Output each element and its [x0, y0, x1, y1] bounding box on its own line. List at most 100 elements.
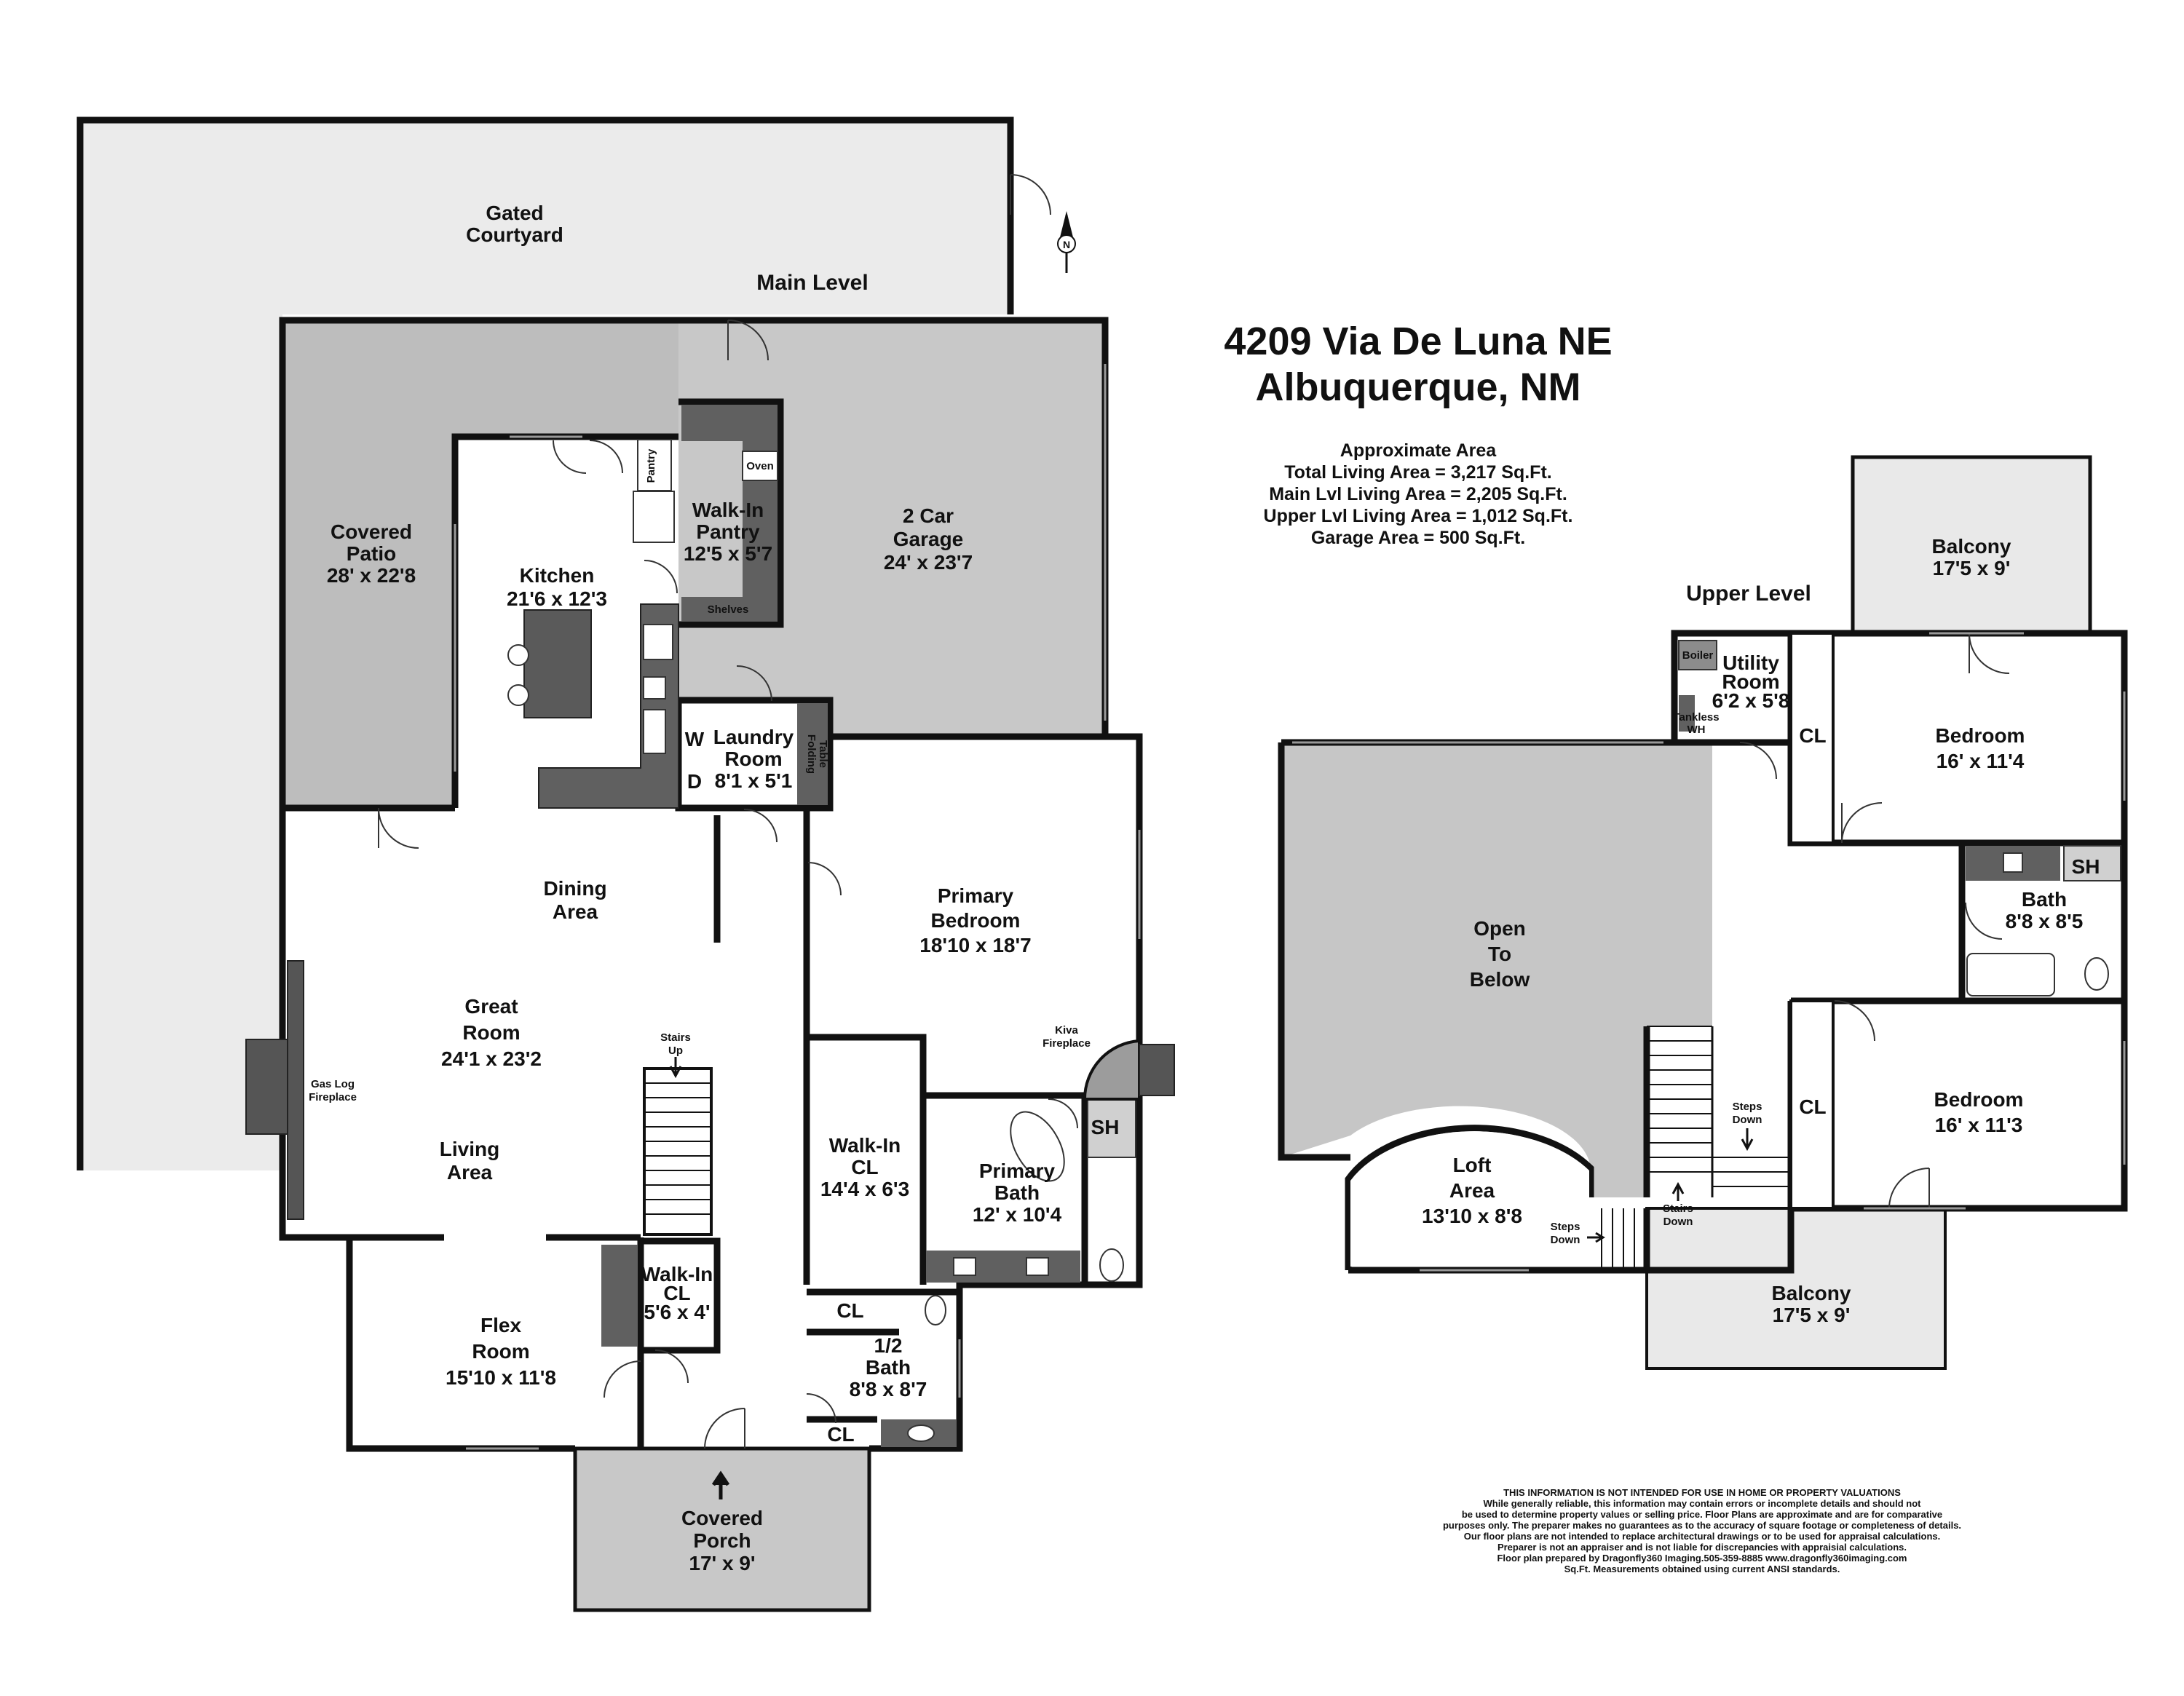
address-line-2: Albuquerque, NM	[1256, 365, 1581, 409]
label-walkin-pantry-1: Walk-In	[692, 499, 764, 521]
label-living-1: Living	[440, 1138, 499, 1160]
label-bath-1: Bath	[2022, 888, 2067, 911]
label-primary-bedroom-1: Primary	[938, 884, 1014, 907]
label-porch-1: Covered	[681, 1507, 763, 1529]
label-walkin-cl-primary-3: 14'4 x 6'3	[820, 1178, 909, 1200]
kiva-fireplace	[1083, 1039, 1141, 1101]
stairs-up-arrow-icon	[669, 1057, 682, 1079]
range	[643, 624, 673, 660]
dishwasher	[643, 676, 666, 700]
disclaimer-line: Our floor plans are not intended to repl…	[1464, 1531, 1940, 1542]
disclaimer-line: Floor plan prepared by Dragonfly360 Imag…	[1497, 1553, 1907, 1564]
label-dryer: D	[687, 770, 702, 793]
upper-level-plan: Balcony 17'5 x 9' Boiler Utility Room 6'…	[1278, 455, 2128, 1370]
label-balcony-bottom-2: 17'5 x 9'	[1773, 1304, 1851, 1326]
label-walkin-cl-small-2: CL	[663, 1282, 690, 1304]
label-open-below-2: To	[1488, 943, 1511, 965]
boiler	[1678, 640, 1717, 670]
kitchen-island	[523, 609, 592, 718]
doors-main	[378, 174, 1078, 1449]
label-primary-shower: SH	[1091, 1116, 1120, 1138]
label-boiler: Boiler	[1682, 649, 1714, 662]
label-garage-1: 2 Car	[903, 504, 954, 527]
label-closet-bedroom2: CL	[1799, 1095, 1826, 1118]
label-gas-fireplace-2: Fireplace	[309, 1091, 357, 1103]
label-stairs-down-2: Down	[1663, 1216, 1693, 1228]
half-bath-wall	[807, 1288, 960, 1423]
label-courtyard-1: Gated	[486, 202, 543, 224]
label-dining-2: Area	[553, 900, 598, 923]
label-bedroom2-1: Bedroom	[1934, 1088, 2024, 1111]
compass-letter: N	[1063, 239, 1070, 250]
label-laundry-3: 8'1 x 5'1	[715, 769, 793, 792]
label-garage-2: Garage	[893, 528, 964, 550]
vanity-sink	[953, 1257, 976, 1276]
bar-stool	[507, 644, 529, 666]
label-kitchen-2: 21'6 x 12'3	[507, 587, 607, 610]
label-balcony-top-2: 17'5 x 9'	[1933, 557, 2011, 579]
walkin-cl-small-wall	[641, 1237, 721, 1354]
exterior-south-wall	[869, 733, 1143, 1452]
windows-main	[454, 364, 1141, 1450]
label-gas-fireplace-1: Gas Log	[311, 1078, 355, 1090]
label-loft-1: Loft	[1453, 1154, 1492, 1176]
steps-down-arrow-icon	[1741, 1128, 1754, 1152]
closet-bedroom2	[1789, 999, 1835, 1210]
fridge	[633, 491, 675, 543]
label-open-below-1: Open	[1473, 917, 1526, 940]
oven	[742, 451, 778, 481]
disclaimer-line: Preparer is not an appraiser and is not …	[1497, 1542, 1907, 1553]
gas-log-fireplace	[245, 1039, 292, 1135]
fireplace-hearth	[287, 960, 304, 1220]
label-bedroom1-1: Bedroom	[1936, 724, 2025, 747]
label-loft-steps-down-1: Steps	[1551, 1221, 1580, 1233]
label-open-below-3: Below	[1470, 968, 1530, 991]
open-to-below-area	[1281, 742, 1712, 1197]
label-patio-1: Covered	[331, 520, 412, 543]
label-utility-3: 6'2 x 5'8	[1712, 689, 1790, 712]
label-steps-down-2: Down	[1733, 1114, 1762, 1126]
upper-west-wall	[1278, 742, 1350, 1161]
disclaimer-line: THIS INFORMATION IS NOT INTENDED FOR USE…	[1503, 1487, 1901, 1498]
north-arrow-icon	[1057, 211, 1076, 273]
area-garage: Garage Area = 500 Sq.Ft.	[1311, 528, 1525, 548]
label-folding-1: Folding	[805, 734, 818, 774]
label-primary-bedroom-3: 18'10 x 18'7	[919, 934, 1031, 956]
label-walkin-pantry-2: Pantry	[696, 520, 760, 543]
label-tankless-1: Tankless	[1673, 711, 1719, 724]
pantry-shelves-bottom	[681, 597, 778, 622]
label-great-room-1: Great	[464, 995, 518, 1018]
half-bath-toilet	[925, 1295, 946, 1326]
label-living-2: Area	[447, 1161, 493, 1184]
garage-area	[678, 320, 1105, 737]
label-patio-2: Patio	[347, 542, 396, 565]
label-primary-bath-3: 12' x 10'4	[973, 1203, 1062, 1226]
label-folding-2: Table	[817, 740, 829, 768]
label-half-bath-1: 1/2	[874, 1334, 903, 1357]
primary-toilet	[1099, 1248, 1124, 1282]
closet-shelf	[601, 1245, 638, 1347]
label-flex-2: Room	[472, 1340, 529, 1363]
label-bedroom2-2: 16' x 11'3	[1935, 1114, 2023, 1136]
primary-shower	[1087, 1098, 1136, 1158]
area-heading: Approximate Area	[1340, 440, 1497, 461]
pantry-shelves-top	[681, 405, 778, 441]
label-walkin-pantry-3: 12'5 x 5'7	[684, 542, 772, 565]
tankless-wh	[1679, 695, 1695, 732]
label-laundry-2: Room	[724, 748, 782, 770]
main-level-plan: N Gated Courtyard Main Level Covered Pat…	[76, 116, 1175, 1612]
exterior-west-wall	[279, 804, 575, 1452]
loft-walls	[1345, 1125, 1594, 1270]
label-kiva-1: Kiva	[1055, 1024, 1078, 1037]
label-great-room-2: Room	[462, 1021, 520, 1044]
label-porch-2: Porch	[693, 1529, 751, 1552]
primary-bath-vanity	[926, 1251, 1080, 1283]
bar-stool	[507, 684, 529, 706]
level-label-upper: Upper Level	[1686, 582, 1811, 606]
label-stairs-up-1: Stairs	[660, 1031, 691, 1044]
label-half-bath-2: Bath	[866, 1356, 911, 1379]
label-closet-half-bath-1: CL	[836, 1299, 863, 1322]
label-loft-3: 13'10 x 8'8	[1422, 1205, 1522, 1227]
label-closet-half-bath-2: CL	[827, 1423, 854, 1446]
label-bath-2: 8'8 x 8'5	[2006, 910, 2084, 932]
